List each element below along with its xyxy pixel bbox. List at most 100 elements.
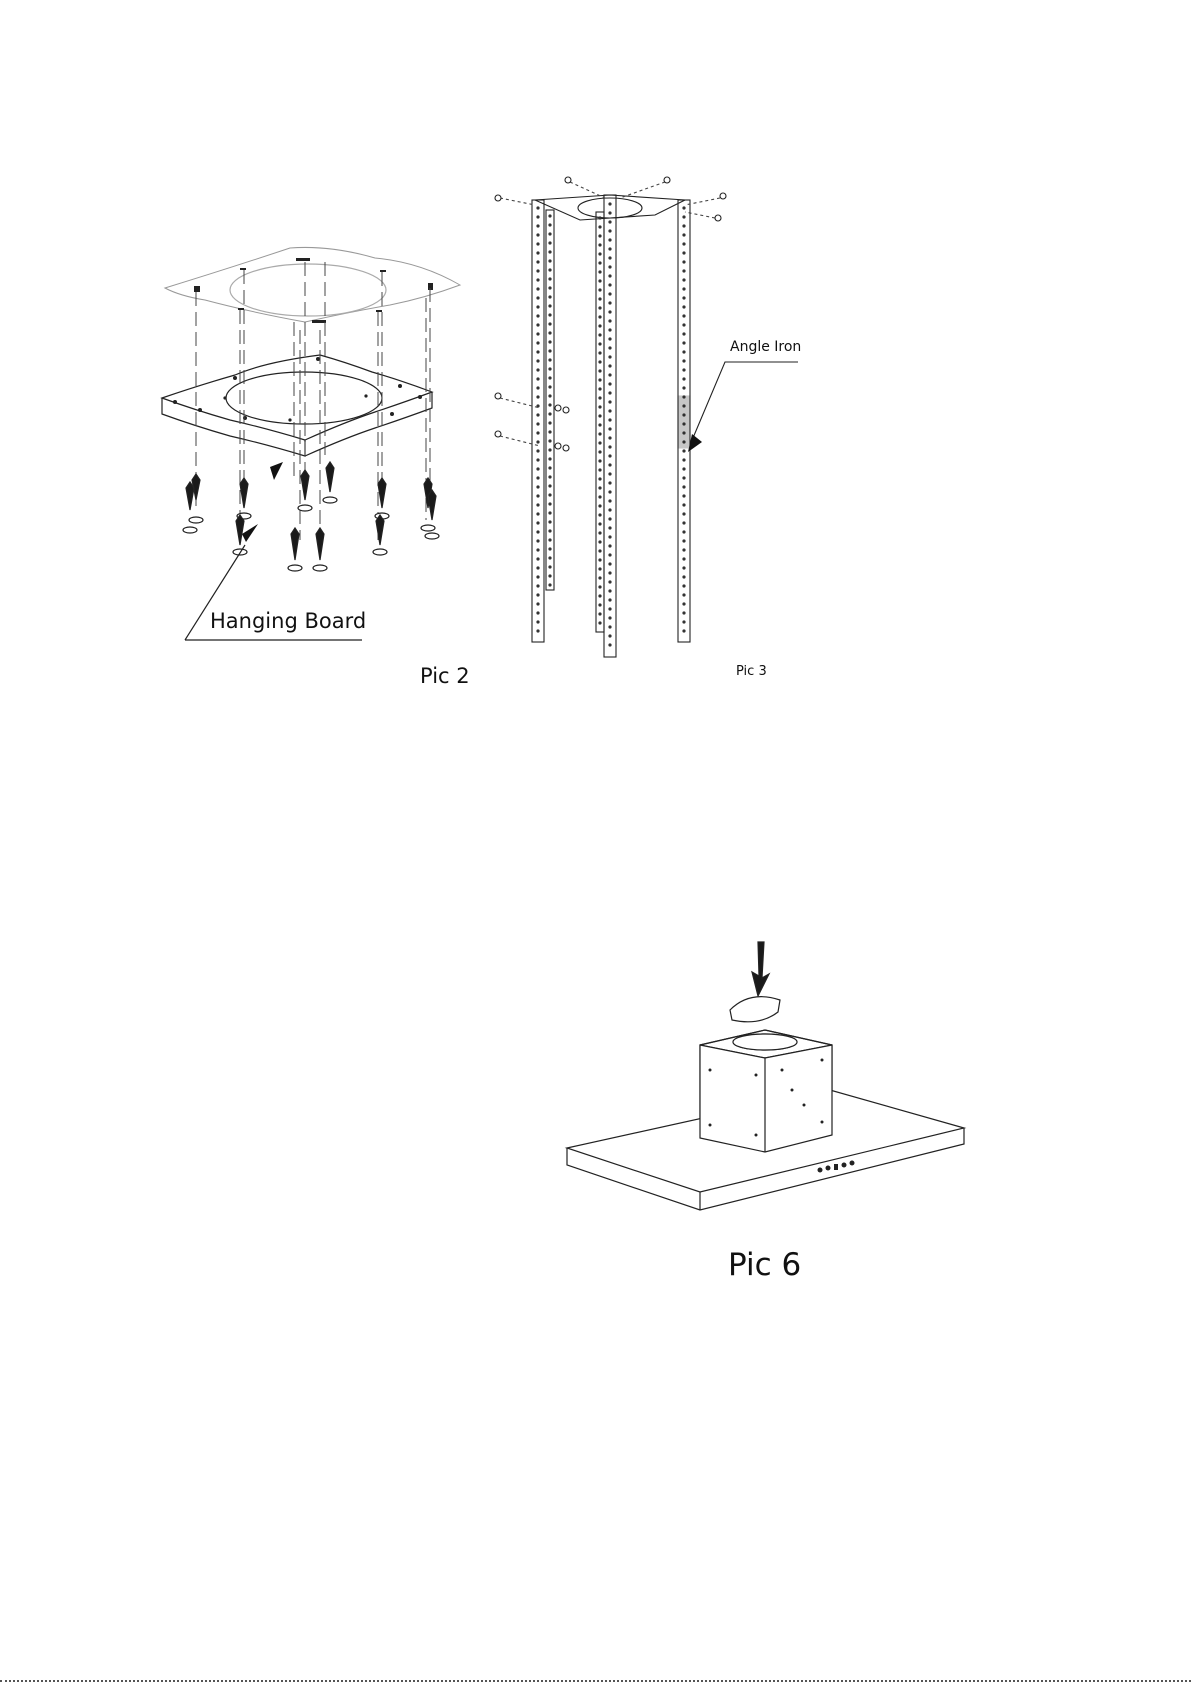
perforation-hole — [608, 463, 611, 466]
perforation-hole — [598, 315, 601, 318]
perforation-hole — [536, 341, 539, 344]
perforation-hole — [548, 250, 551, 253]
perforation-hole — [548, 583, 551, 586]
perforation-hole — [536, 539, 539, 542]
perforation-hole — [536, 530, 539, 533]
perforation-hole — [598, 369, 601, 372]
perforation-hole — [548, 556, 551, 559]
perforation-hole — [536, 440, 539, 443]
perforation-hole — [536, 476, 539, 479]
perforation-hole — [536, 575, 539, 578]
perforation-hole — [682, 602, 685, 605]
perforation-hole — [536, 359, 539, 362]
perforation-hole — [682, 314, 685, 317]
perforation-hole — [548, 304, 551, 307]
perforation-hole — [548, 502, 551, 505]
perforation-hole — [598, 540, 601, 543]
perforation-hole — [598, 378, 601, 381]
perforation-hole — [608, 238, 611, 241]
perforation-hole — [548, 439, 551, 442]
perforation-hole — [598, 252, 601, 255]
perforation-hole — [608, 454, 611, 457]
pic6-drawing — [560, 930, 980, 1210]
perforation-hole — [608, 355, 611, 358]
perforation-hole — [608, 517, 611, 520]
perforation-hole — [598, 243, 601, 246]
perforation-hole — [608, 256, 611, 259]
perforation-hole — [608, 391, 611, 394]
ceiling-sheet — [165, 247, 460, 322]
perforation-hole — [548, 232, 551, 235]
perforation-hole — [536, 512, 539, 515]
perforation-hole — [682, 512, 685, 515]
perforation-hole — [682, 269, 685, 272]
perforation-hole — [682, 278, 685, 281]
perforation-hole — [608, 400, 611, 403]
perforation-hole — [608, 508, 611, 511]
perforation-hole — [548, 367, 551, 370]
perforation-hole — [608, 265, 611, 268]
perforation-hole — [682, 476, 685, 479]
perforation-hole — [598, 576, 601, 579]
perforation-hole — [608, 220, 611, 223]
perforation-hole — [598, 459, 601, 462]
perforation-hole — [598, 567, 601, 570]
perforation-hole — [548, 385, 551, 388]
perforation-hole — [548, 259, 551, 262]
perforation-hole — [682, 305, 685, 308]
perforation-hole — [608, 607, 611, 610]
perforation-hole — [536, 206, 539, 209]
pic6-figure — [560, 930, 980, 1210]
perforation-hole — [548, 466, 551, 469]
perforation-hole — [682, 494, 685, 497]
perforation-hole — [536, 602, 539, 605]
perforation-hole — [536, 422, 539, 425]
perforation-hole — [608, 274, 611, 277]
perforation-hole — [598, 594, 601, 597]
perforation-hole — [548, 331, 551, 334]
perforation-hole — [536, 287, 539, 290]
perforation-hole — [598, 549, 601, 552]
perforation-hole — [608, 643, 611, 646]
perforation-hole — [536, 629, 539, 632]
perforation-hole — [548, 493, 551, 496]
perforation-hole — [608, 202, 611, 205]
perforation-hole — [608, 472, 611, 475]
perforation-hole — [548, 484, 551, 487]
perforation-hole — [608, 589, 611, 592]
pic3-caption: Pic 3 — [736, 665, 767, 678]
perforation-hole — [548, 511, 551, 514]
perforation-hole — [682, 251, 685, 254]
perforation-hole — [608, 616, 611, 619]
perforation-hole — [548, 403, 551, 406]
perforation-hole — [608, 292, 611, 295]
perforation-hole — [682, 503, 685, 506]
perforation-hole — [608, 382, 611, 385]
perforation-hole — [608, 319, 611, 322]
perforation-hole — [536, 332, 539, 335]
perforation-hole — [536, 620, 539, 623]
perforation-hole — [608, 634, 611, 637]
perforation-hole — [598, 279, 601, 282]
perforation-hole — [548, 268, 551, 271]
perforation-hole — [682, 557, 685, 560]
perforation-hole — [608, 544, 611, 547]
perforation-hole — [598, 621, 601, 624]
perforation-hole — [608, 310, 611, 313]
perforation-hole — [608, 571, 611, 574]
perforation-hole — [598, 288, 601, 291]
perforation-hole — [536, 521, 539, 524]
angle-iron-label: Angle Iron — [730, 340, 801, 354]
perforation-hole — [608, 211, 611, 214]
perforation-hole — [536, 413, 539, 416]
perforation-hole — [548, 286, 551, 289]
perforation-hole — [598, 405, 601, 408]
perforation-hole — [548, 412, 551, 415]
perforation-hole — [536, 395, 539, 398]
perforation-hole — [682, 458, 685, 461]
hanging-board-label: Hanging Board — [210, 611, 366, 632]
ceiling-hole — [230, 264, 386, 316]
perforation-hole — [598, 468, 601, 471]
perforation-hole — [682, 629, 685, 632]
perforation-hole — [598, 522, 601, 525]
